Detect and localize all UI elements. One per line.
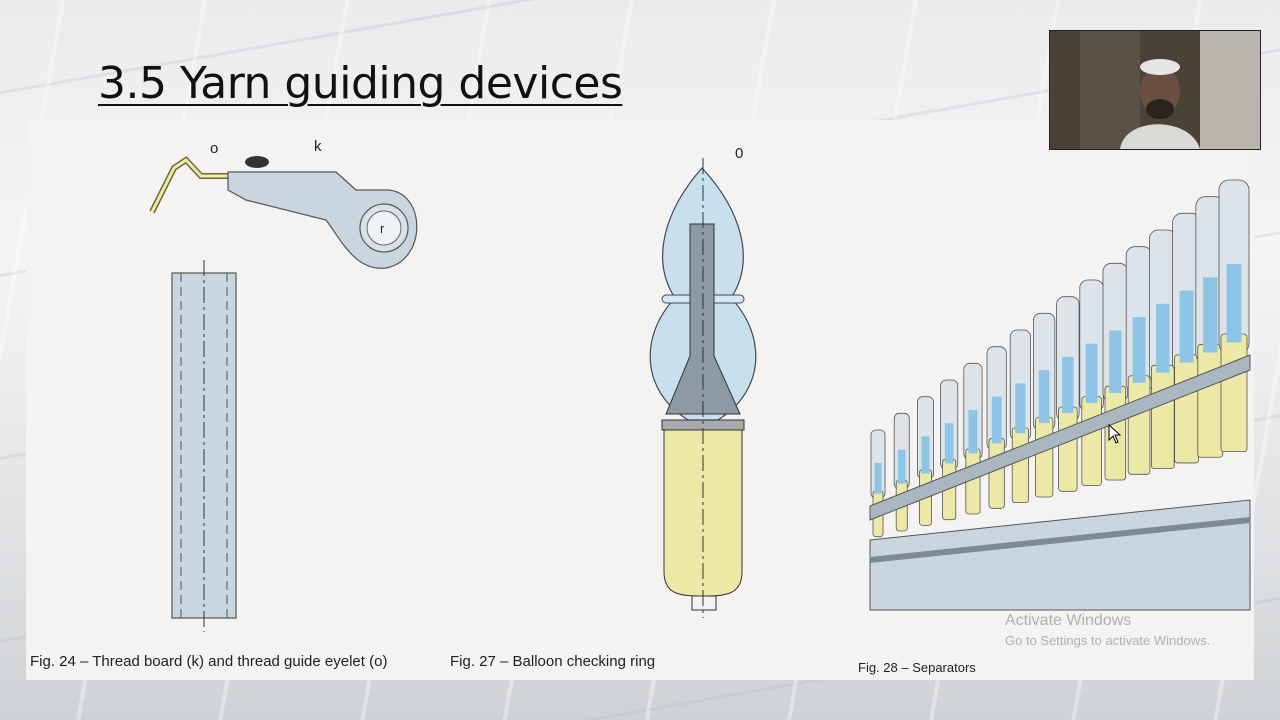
spindle-blade bbox=[1062, 356, 1074, 414]
balloon-ring-illustration bbox=[649, 158, 757, 618]
yarn-cop bbox=[1197, 344, 1224, 458]
label-top: 0 bbox=[735, 145, 744, 162]
fig27-caption: Fig. 27 – Balloon checking ring bbox=[450, 653, 656, 670]
yarn-cop bbox=[1081, 396, 1102, 487]
spindle-blade bbox=[1085, 343, 1098, 403]
spindle-blade bbox=[1015, 383, 1026, 434]
label-o: o bbox=[210, 140, 219, 157]
yarn-cop bbox=[1150, 364, 1175, 470]
figure-24: o k r Fig. 24 – Thread board (k) and thr… bbox=[26, 120, 450, 680]
yarn-cop bbox=[1011, 427, 1029, 504]
spindle-blade bbox=[1179, 290, 1194, 363]
spindle-blade bbox=[897, 449, 906, 484]
eyelet-wire-fill bbox=[150, 158, 231, 213]
yarn-cop bbox=[1058, 406, 1078, 492]
webcam-overlay bbox=[1049, 30, 1261, 150]
yarn-cop bbox=[1034, 417, 1054, 498]
separator-rail bbox=[869, 354, 1251, 521]
spindle-blade bbox=[1132, 317, 1146, 383]
yarn-cop bbox=[988, 437, 1005, 509]
spindle-blade bbox=[944, 423, 954, 464]
machine-rail bbox=[869, 517, 1251, 563]
label-k: k bbox=[314, 138, 322, 155]
ring-inner bbox=[366, 210, 402, 246]
spindle-blade bbox=[991, 396, 1002, 444]
spindle-blade bbox=[874, 463, 882, 494]
yarn-cop bbox=[1220, 333, 1248, 452]
presenter-video bbox=[1050, 31, 1260, 149]
spindle-blade bbox=[1109, 330, 1122, 393]
spindle-cone bbox=[665, 223, 741, 415]
fig24-caption: Fig. 24 – Thread board (k) and thread gu… bbox=[30, 653, 388, 670]
mouse-cursor-icon bbox=[1108, 424, 1122, 444]
spindle-blade bbox=[968, 409, 978, 454]
thread-board-illustration bbox=[149, 156, 418, 632]
spindle-tip bbox=[691, 595, 717, 611]
yarn-cop bbox=[1127, 375, 1151, 475]
label-r: r bbox=[380, 221, 385, 236]
spindle-blade bbox=[1038, 370, 1050, 424]
separators-illustration bbox=[869, 179, 1251, 611]
figure-27: 0 Fig. 27 – Balloon checking ring bbox=[450, 120, 858, 680]
screw-icon bbox=[245, 156, 269, 168]
activate-windows-watermark: Activate Windows Go to Settings to activ… bbox=[1005, 612, 1210, 648]
figures-area: o k r Fig. 24 – Thread board (k) and thr… bbox=[26, 120, 1254, 680]
yarn-cop bbox=[1174, 354, 1199, 464]
spindle-blade bbox=[1226, 264, 1242, 343]
slide-title: 3.5 Yarn guiding devices bbox=[98, 58, 623, 109]
figure-28: Fig. 28 – Separators bbox=[858, 120, 1254, 680]
spindle-blade bbox=[1203, 277, 1218, 353]
watermark-title: Activate Windows bbox=[1005, 612, 1132, 629]
fig28-caption: Fig. 28 – Separators bbox=[858, 660, 976, 675]
spindle-blade bbox=[1156, 303, 1170, 373]
watermark-subtitle: Go to Settings to activate Windows. bbox=[1005, 633, 1211, 648]
spindle-blade bbox=[921, 436, 930, 474]
